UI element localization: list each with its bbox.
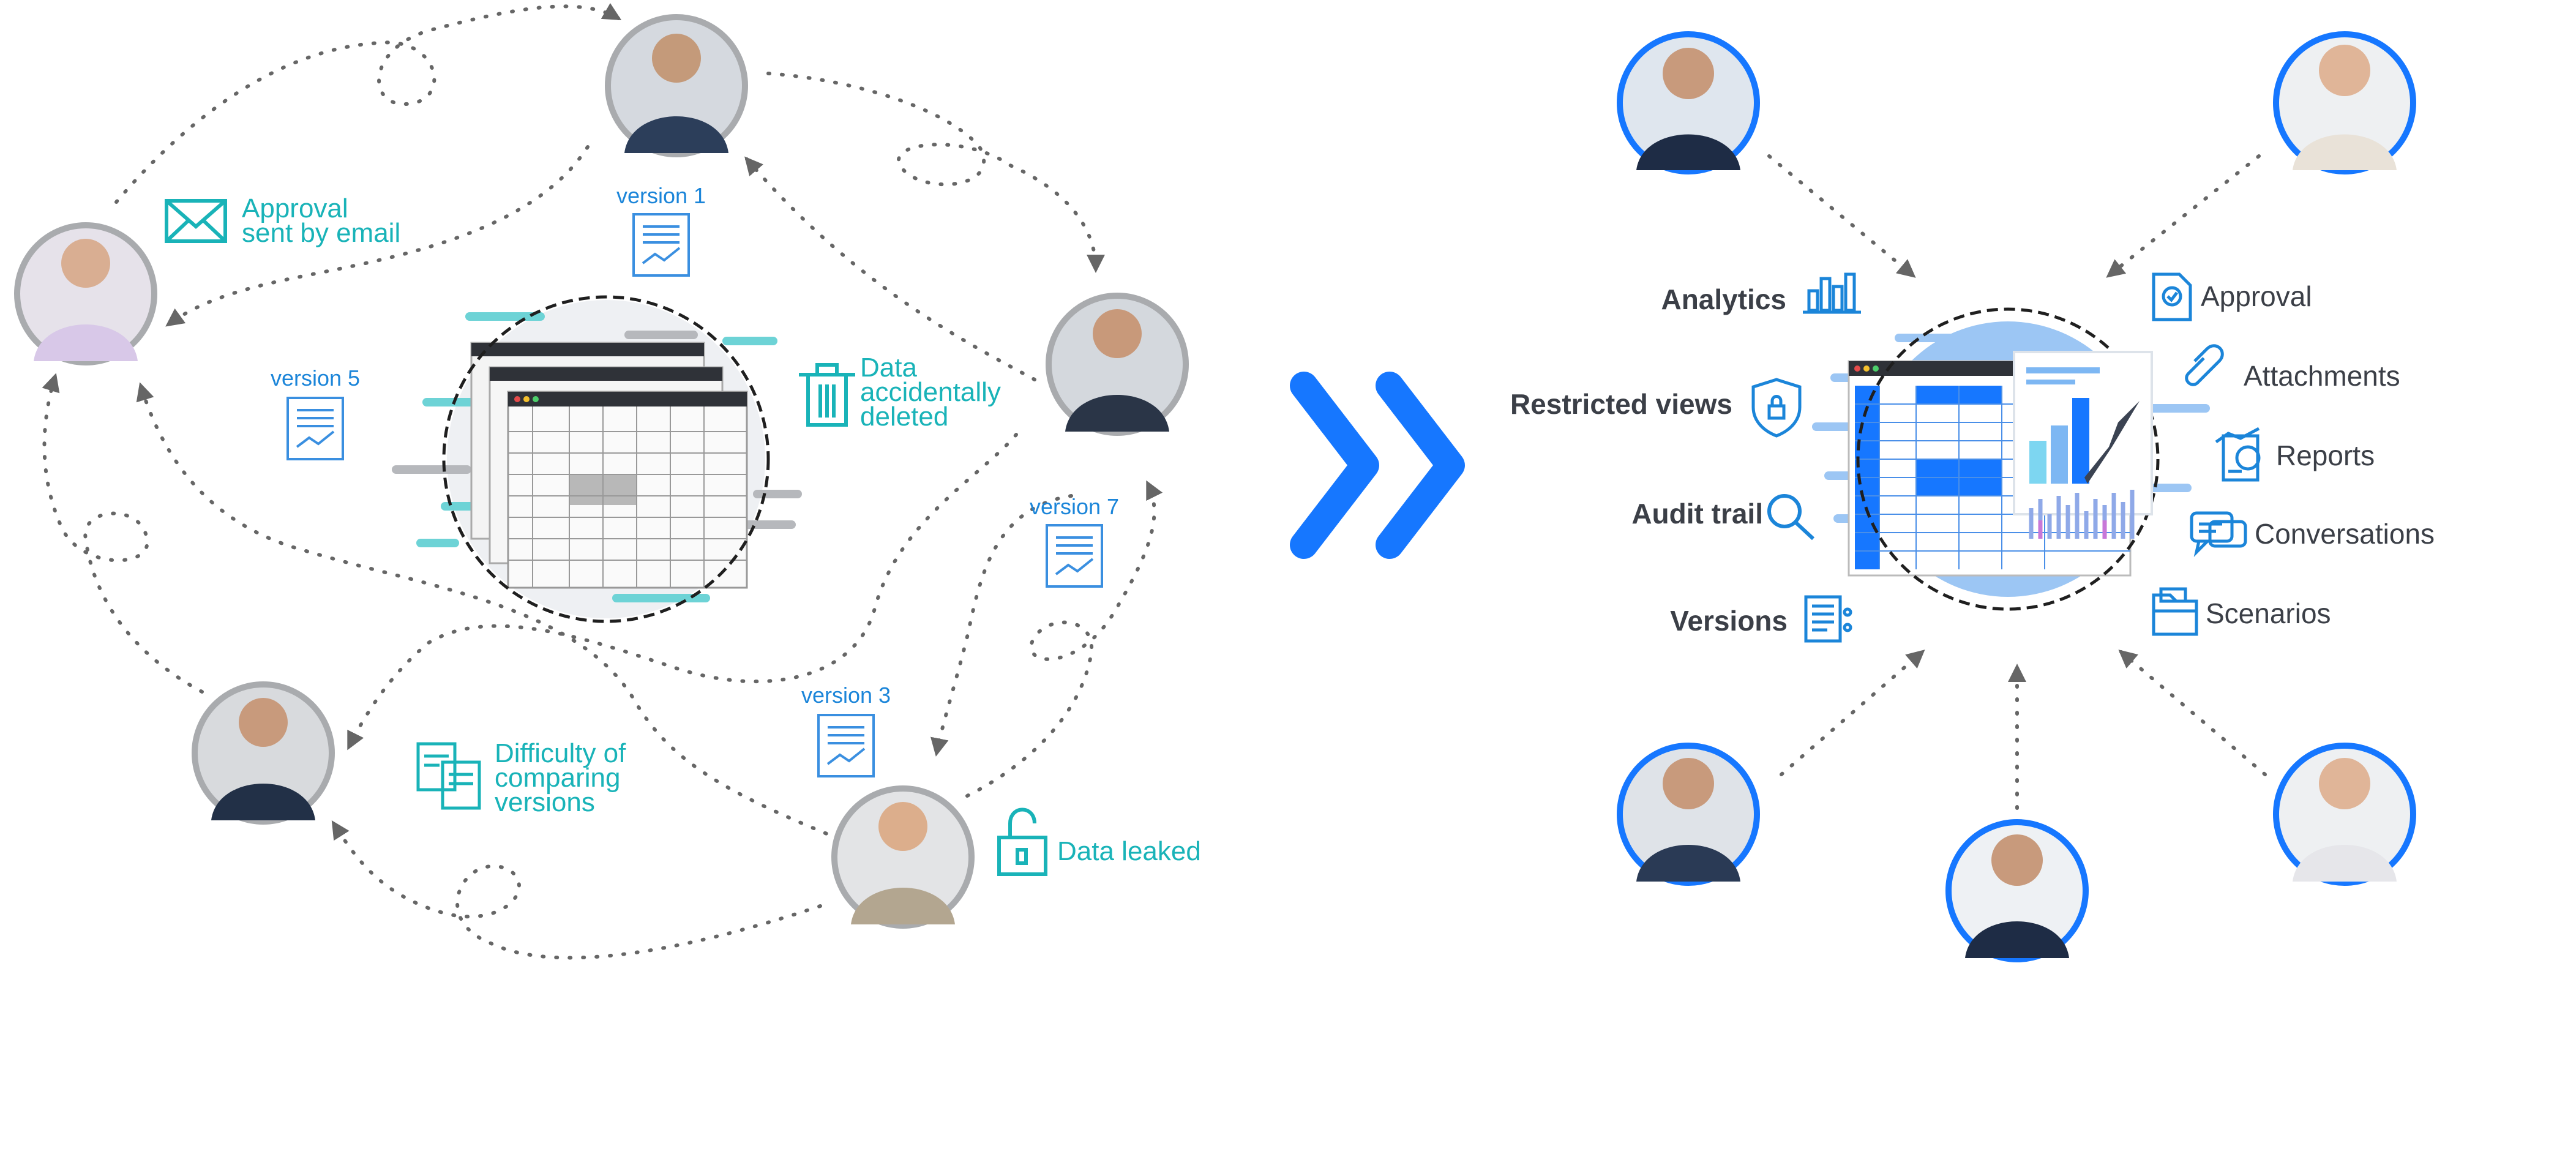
dashed-ring — [442, 295, 770, 623]
feature-analytics-label: Analytics — [1661, 283, 1786, 315]
note-approval-email: Approval sent by email — [165, 193, 400, 248]
version-label-3: version 3 — [801, 683, 891, 708]
note-data-deleted: Data accidentally deleted — [799, 353, 1001, 432]
feature-versions-label: Versions — [1670, 605, 1788, 637]
avatar-person-left-phone — [14, 222, 157, 365]
note-deleted-line2: accidentally — [860, 377, 1001, 407]
feature-scenarios: Scenarios — [2152, 587, 2331, 636]
path-person5-to-person4 — [331, 820, 822, 960]
feature-reports-label: Reports — [2276, 440, 2375, 471]
note-difficulty-line1: Difficulty of — [495, 738, 626, 768]
feature-analytics: Analytics — [1661, 272, 1861, 315]
right-panel-centralized-workflow: Analytics Restricted views Audit trail — [1510, 31, 2435, 962]
avatar-person-right-stressed — [1046, 293, 1189, 436]
note-deleted-line1: Data — [860, 353, 917, 383]
path-person4-to-person1 — [42, 373, 204, 694]
version-badge-7: version 7 — [1030, 494, 1119, 588]
document-list-icon — [1804, 595, 1852, 643]
avatar-hub-top-left — [1617, 31, 1760, 174]
feature-attachments-label: Attachments — [2244, 360, 2400, 392]
left-panel-chaotic-workflow: Approval sent by email Data accidentally… — [14, 2, 1201, 960]
feature-versions: Versions — [1670, 595, 1852, 643]
report-icon — [2215, 427, 2261, 482]
note-difficulty-line2: comparing — [495, 763, 620, 793]
feature-restricted-label: Restricted views — [1510, 388, 1732, 420]
bar-chart-icon — [1803, 272, 1861, 314]
note-approval-line2: sent by email — [242, 218, 400, 248]
feature-conversations: Conversations — [2190, 511, 2435, 557]
dotted-connection-paths — [42, 2, 1163, 960]
magnifier-icon — [1767, 494, 1815, 541]
feature-attachments: Attachments — [2185, 344, 2400, 392]
avatar-hub-top-right — [2273, 31, 2416, 174]
note-data-leaked: Data leaked — [997, 807, 1201, 876]
document-chart-icon — [286, 397, 344, 460]
feature-audit-trail: Audit trail — [1631, 494, 1815, 541]
trash-icon — [799, 363, 855, 427]
note-approval-line1: Approval — [242, 193, 348, 223]
folder-icon — [2152, 587, 2198, 636]
compare-docs-icon — [416, 742, 481, 810]
version-badge-3: version 3 — [801, 683, 891, 777]
feature-audit-label: Audit trail — [1631, 498, 1763, 530]
document-chart-icon — [817, 714, 875, 777]
avatar-hub-bottom-right — [2273, 743, 2416, 886]
feature-scenarios-label: Scenarios — [2206, 597, 2331, 629]
padlock-icon — [997, 807, 1047, 876]
paperclip-icon — [2185, 344, 2224, 386]
chat-bubbles-icon — [2190, 511, 2247, 557]
document-check-icon — [2152, 272, 2192, 321]
feature-conversations-label: Conversations — [2255, 518, 2435, 550]
document-chart-icon — [1046, 524, 1103, 588]
feature-approval: Approval — [2152, 272, 2312, 321]
note-deleted-line3: deleted — [860, 402, 948, 432]
path-person2-to-person1 — [165, 145, 590, 327]
feature-restricted-views: Restricted views — [1510, 378, 1802, 438]
path-person2-to-person3 — [766, 72, 1105, 273]
spreadsheet-stack-illustration — [392, 295, 802, 623]
note-difficulty-comparing: Difficulty of comparing versions — [416, 738, 626, 817]
path-person5-to-person3 — [965, 480, 1163, 798]
feature-reports: Reports — [2215, 427, 2375, 482]
avatar-person-top — [605, 14, 748, 157]
version-badge-5: version 5 — [271, 365, 360, 460]
path-person5-to-person1 — [136, 382, 841, 841]
envelope-icon — [165, 199, 227, 243]
feature-approval-label: Approval — [2201, 280, 2312, 312]
note-difficulty-line3: versions — [495, 787, 595, 817]
avatar-person-bottom-left — [192, 681, 335, 825]
version-label-5: version 5 — [271, 365, 360, 391]
version-label-1: version 1 — [616, 183, 706, 208]
document-chart-icon — [632, 213, 690, 277]
path-person1-to-person2 — [114, 2, 622, 204]
avatar-hub-bottom-center — [1945, 819, 2089, 962]
shield-lock-icon — [1751, 378, 1802, 438]
version-label-7: version 7 — [1030, 494, 1119, 519]
dotted-arrows-to-hub — [1767, 154, 2267, 810]
path-person3-to-person2 — [744, 156, 1036, 381]
version-badge-1: version 1 — [616, 183, 706, 277]
note-leaked-text: Data leaked — [1057, 836, 1201, 866]
avatar-person-bottom-shocked — [831, 785, 975, 929]
double-chevron-icon — [1290, 372, 1465, 559]
hub-dashed-ring — [1856, 307, 2160, 611]
avatar-hub-bottom-left — [1617, 743, 1760, 886]
hub-spreadsheet-illustration — [1812, 307, 2210, 611]
